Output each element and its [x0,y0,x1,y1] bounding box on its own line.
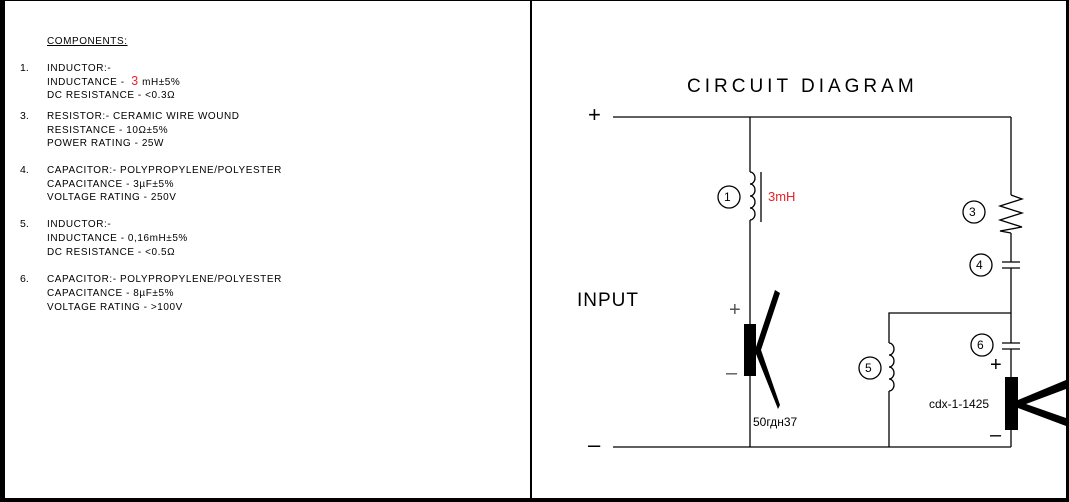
capacitor-4-number: 4 [976,258,983,272]
item-line: CAPACITANCE - 3µF±5% [47,178,175,190]
tweeter-horn [1018,380,1066,426]
item-line: VOLTAGE RATING - 250V [47,191,177,203]
input-label: INPUT [577,290,639,311]
frame-border-bottom [0,498,1069,502]
components-heading: COMPONENTS: [47,35,128,47]
item-number: 3. [20,110,29,122]
resistor-3 [997,194,1025,234]
resistor-3-marker [962,200,986,224]
item-line: POWER RATING - 25W [47,137,165,149]
woofer-plus-sign: + [729,299,741,321]
item-line: RESISTOR:- CERAMIC WIRE WOUND [47,110,240,122]
inductor-1-marker [717,185,741,209]
item-number: 6. [20,273,29,285]
inductor-5-marker [858,356,882,380]
item-number: 5. [20,218,29,230]
inductance-suffix: mH±5% [142,76,181,88]
inductance-label: INDUCTANCE - [47,76,125,88]
item-number: 1. [20,62,29,74]
capacitor-6-marker [970,333,994,357]
woofer-body [744,324,756,376]
inductor-1-number: 1 [724,190,731,204]
item-line: DC RESISTANCE - <0.5Ω [47,246,176,258]
woofer-cone [756,290,780,409]
tweeter-model: cdx-1-1425 [929,397,990,411]
inductance-value: 3 [131,73,139,88]
item-line: CAPACITOR:- POLYPROPYLENE/POLYESTER [47,273,282,285]
item-line: RESISTANCE - 10Ω±5% [47,124,169,136]
capacitor-6-number: 6 [977,338,984,352]
resistor-3-number: 3 [969,205,976,219]
inductor-1-coil [749,171,756,221]
item-line: INDUCTOR:- [47,218,112,230]
frame-border-top [0,0,1069,1]
item-line: VOLTAGE RATING - >100V [47,301,183,313]
inductor-5-number: 5 [865,361,872,375]
capacitor-4-marker [969,253,993,277]
item-number: 4. [20,164,29,176]
panel-divider [530,0,532,502]
input-minus-sign: – [588,432,601,457]
frame-border-left [0,0,5,502]
input-plus-sign: + [588,102,601,127]
woofer-minus-sign: – [726,362,738,384]
tweeter-body [1005,377,1018,430]
diagram-title: CIRCUIT DIAGRAM [687,76,918,97]
item-line: DC RESISTANCE - <0.3Ω [47,89,176,101]
item-line: INDUCTOR:- [47,62,112,74]
item-line: INDUCTANCE - 3 mH±5% [47,73,181,88]
woofer-model: 50гдн37 [753,415,798,429]
wire [888,312,1011,343]
inductor-1-value: 3mH [768,189,796,204]
item-line: CAPACITANCE - 8µF±5% [47,287,175,299]
tweeter-minus-sign: – [990,424,1002,446]
tweeter-plus-sign: + [990,354,1002,376]
item-line: CAPACITOR:- POLYPROPYLENE/POLYESTER [47,164,282,176]
frame-border-right [1066,0,1069,502]
inductor-5-coil [888,342,895,392]
item-line: INDUCTANCE - 0,16mH±5% [47,232,188,244]
